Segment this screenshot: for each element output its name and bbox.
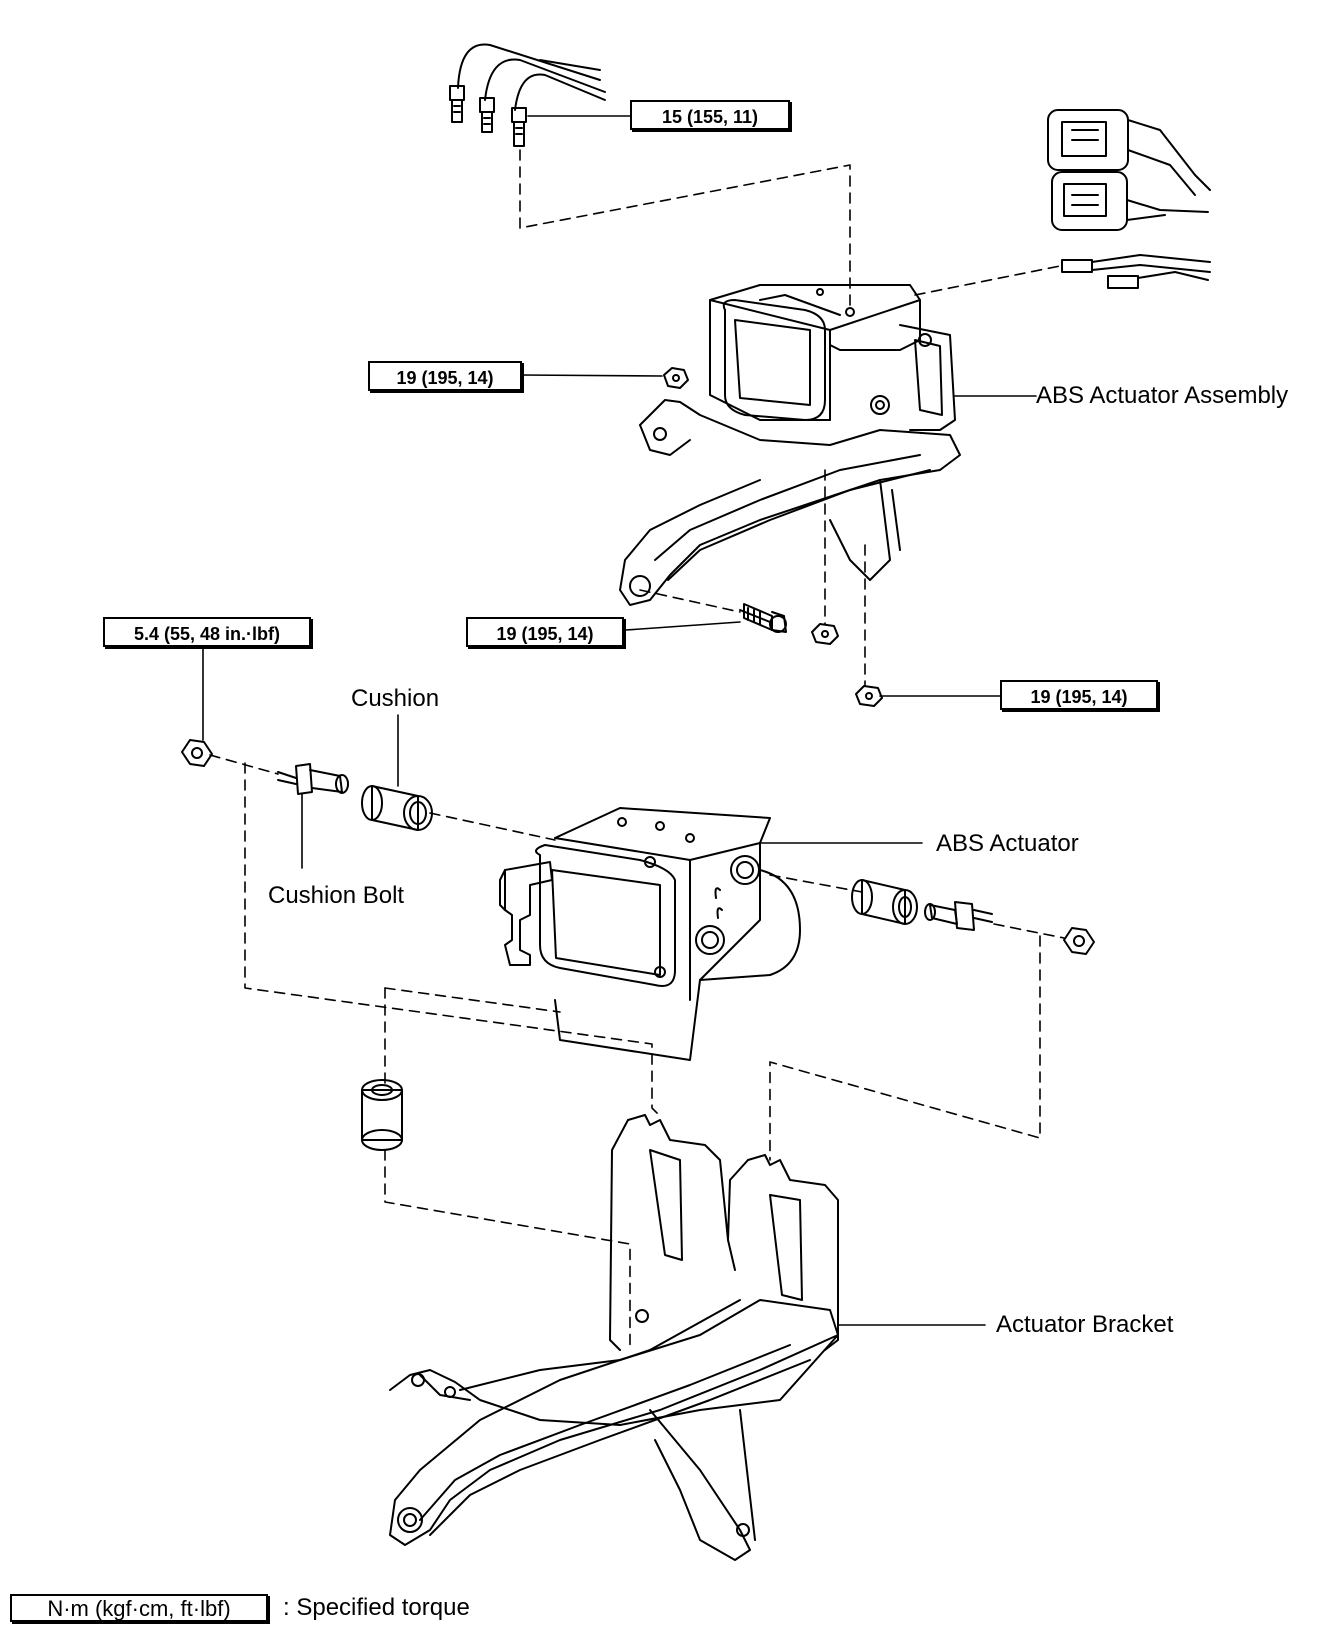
cushion-bolt-right-drawing: [924, 901, 993, 931]
label-cushion-bolt: Cushion Bolt: [268, 882, 405, 909]
cushion-lower-drawing: [361, 1079, 403, 1151]
label-abs-actuator: ABS Actuator: [936, 830, 1079, 857]
abs-actuator-drawing: [499, 807, 801, 1061]
label-cushion: Cushion: [351, 685, 440, 712]
leader-lines: [202, 115, 1037, 1326]
cushion-upper-drawing: [361, 785, 433, 831]
label-abs-actuator-assembly: ABS Actuator Assembly: [1036, 382, 1289, 409]
torque-cushion-bolt-nut: 5.4 (55, 48 in.·lbf): [103, 617, 311, 647]
legend-description: : Specified torque: [283, 1594, 470, 1621]
cushion-nut-right-drawing: [1063, 927, 1095, 955]
abs-actuator-assembly-drawing: [619, 284, 961, 606]
torque-bracket-nut-lower: 19 (195, 14): [1000, 680, 1158, 710]
torque-actuator-nut-upper: 19 (195, 14): [368, 361, 522, 391]
wire-harness-connectors: [1047, 109, 1211, 289]
cushion-bolt-drawing: [277, 763, 349, 795]
torque-bracket-bolt: 19 (195, 14): [466, 617, 624, 647]
brake-tubes: [449, 43, 606, 147]
actuator-nut-upper-drawing: [663, 367, 689, 389]
label-actuator-bracket: Actuator Bracket: [996, 1311, 1174, 1338]
torque-brake-line-flare-nut: 15 (155, 11): [630, 100, 790, 130]
actuator-bracket-drawing: [389, 1114, 839, 1561]
bracket-bolt-drawing: [739, 603, 787, 633]
bracket-nut-middle-drawing: [811, 623, 839, 645]
legend-unit-box: N·m (kgf·cm, ft·lbf): [10, 1594, 268, 1622]
cushion-right-drawing: [851, 879, 918, 925]
bracket-nut-lower-drawing: [855, 685, 883, 707]
cushion-bolt-nut-drawing: [181, 739, 213, 767]
dashed-assembly-lines: [209, 149, 1065, 1351]
